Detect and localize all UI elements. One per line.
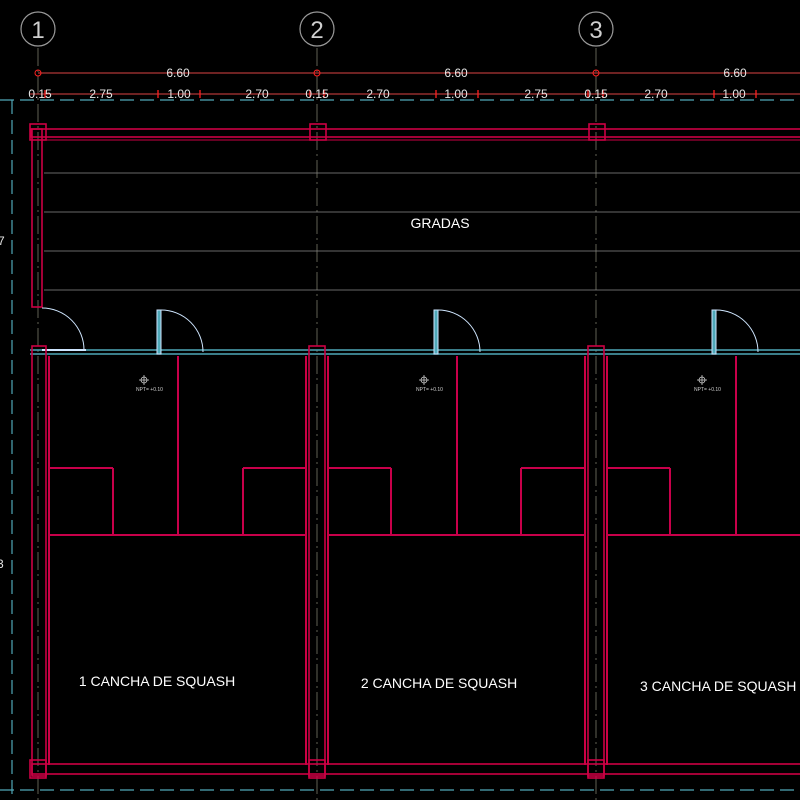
dim-segment: 0.15 [305, 87, 329, 101]
dim-segment: 2.70 [366, 87, 390, 101]
court-label-3: 3 CANCHA DE SQUASH [640, 678, 796, 694]
dim-segment: 2.75 [89, 87, 113, 101]
top-wall [30, 128, 800, 141]
level-marker-3: NPT= +0.10 [694, 375, 721, 393]
dim-segment: 0.15 [28, 87, 52, 101]
bay-dimension-1: 6.60 [166, 66, 190, 80]
dim-segment: 2.70 [644, 87, 668, 101]
columns-bottom [29, 759, 605, 779]
stands-steps [44, 172, 800, 291]
partial-dimension-line: 0.15 2.75 1.00 2.70 0.15 2.70 1.00 2.75 … [28, 87, 800, 101]
dim-segment: 1.00 [722, 87, 746, 101]
door-court-3 [711, 309, 759, 355]
court-label-1: 1 CANCHA DE SQUASH [79, 673, 235, 689]
level-marker-1: NPT= +0.10 [136, 375, 163, 393]
grid-label-3: 3 [589, 17, 602, 44]
level-marker-text-2: NPT= +0.10 [416, 387, 443, 393]
stands-left-wall [31, 128, 43, 308]
court-markings [49, 356, 800, 536]
court-walls [31, 345, 800, 777]
left-dimension-courts: 3 [0, 557, 4, 571]
grid-bubble-2: 2 [299, 11, 335, 47]
level-marker-text-1: NPT= +0.10 [136, 387, 163, 393]
dim-segment: 1.00 [167, 87, 191, 101]
level-marker-2: NPT= +0.10 [416, 375, 443, 393]
columns-top [29, 123, 606, 141]
cyan-boundary [0, 99, 800, 800]
left-dimension-stands: 7 [0, 234, 5, 248]
glass-partition [30, 349, 800, 355]
dim-segment: 2.70 [245, 87, 269, 101]
dim-segment: 2.75 [524, 87, 548, 101]
grid-label-2: 2 [310, 17, 323, 44]
door-court-2 [433, 309, 481, 355]
stands-label: GRADAS [410, 215, 469, 231]
overall-dimension-line: 6.60 6.60 6.60 [34, 66, 800, 80]
door-court-1 [156, 309, 204, 355]
court-label-2: 2 CANCHA DE SQUASH [361, 675, 517, 691]
door-left-stands [41, 307, 86, 351]
bay-dimension-2: 6.60 [444, 66, 468, 80]
bay-dimension-3: 6.60 [723, 66, 747, 80]
grid-label-1: 1 [31, 17, 44, 44]
grid-bubble-1: 1 [20, 11, 56, 47]
grid-bubble-3: 3 [578, 11, 614, 47]
level-marker-text-3: NPT= +0.10 [694, 387, 721, 393]
dim-segment: 1.00 [444, 87, 468, 101]
dim-segment: 0.15 [584, 87, 608, 101]
